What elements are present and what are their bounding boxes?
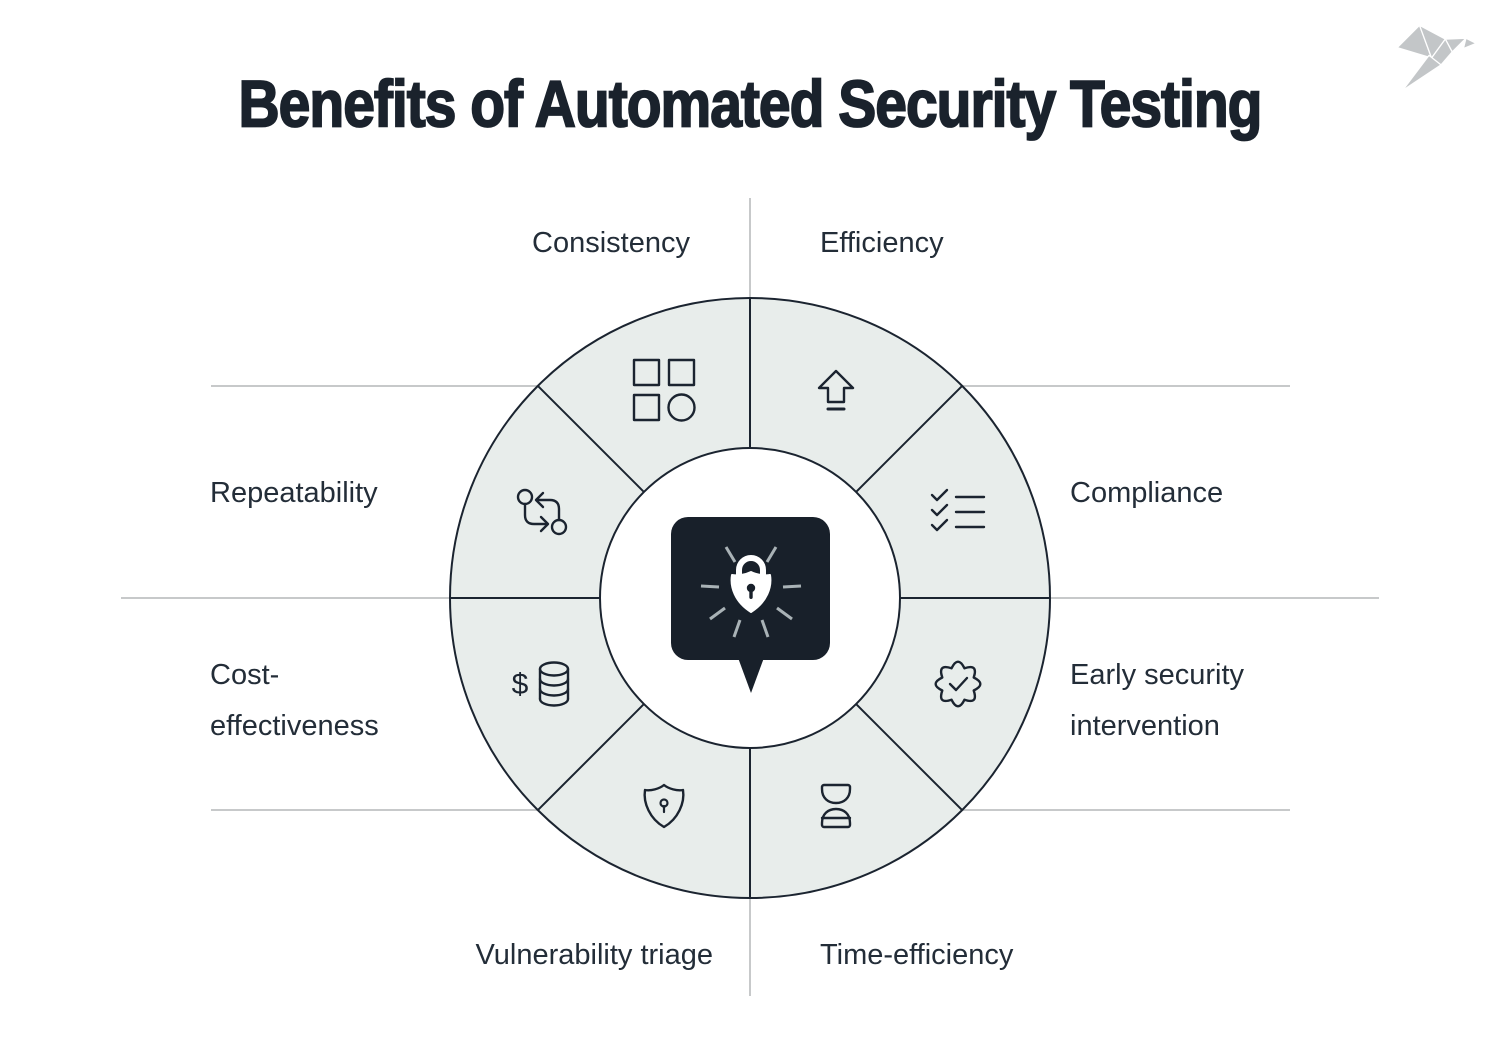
page-title: Benefits of Automated Security Testing (238, 66, 1264, 142)
label-early-security-intervention: Early security intervention (1070, 659, 1245, 742)
repeat-cycle-icon (516, 488, 568, 536)
arrow-up-icon (817, 369, 855, 411)
hourglass-icon (820, 783, 852, 829)
shield-keyhole-icon (643, 783, 685, 829)
grid-squares-icon (632, 358, 696, 422)
dollar-symbol: $ (512, 668, 529, 701)
label-compliance: Compliance (1070, 477, 1224, 509)
center-lock-badge (671, 517, 830, 693)
label-consistency: Consistency (532, 227, 690, 259)
origami-bird-logo-icon (1396, 24, 1477, 92)
badge-pointer (737, 655, 765, 693)
padlock-icon (730, 555, 772, 613)
label-efficiency: Efficiency (820, 227, 944, 259)
label-time-efficiency: Time-efficiency (820, 939, 1014, 971)
label-vulnerability-triage: Vulnerability triage (475, 939, 714, 971)
divider-guide-lines (121, 198, 1379, 996)
label-repeatability: Repeatability (210, 477, 378, 509)
verified-badge-icon (934, 660, 982, 708)
dollar-coins-icon: $ (512, 661, 570, 707)
glow-rays (700, 546, 802, 638)
label-cost-effectiveness: Cost- effectiveness (210, 659, 379, 742)
checklist-icon (930, 488, 986, 532)
